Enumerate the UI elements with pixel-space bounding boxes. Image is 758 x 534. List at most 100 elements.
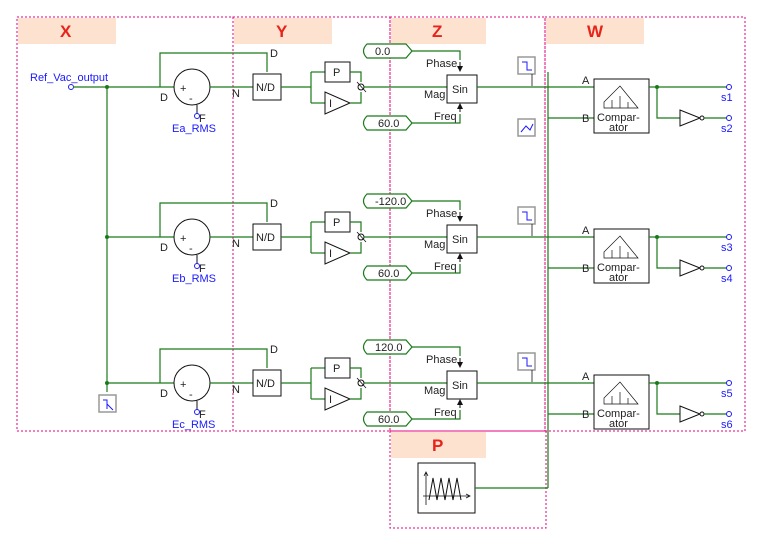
output-a-label: s1 [721,92,733,104]
zone-x: X [16,16,234,432]
svg-text:Compar-: Compar- [597,112,640,124]
rms-label: Eb_RMS [172,273,216,285]
svg-text:P: P [333,363,340,375]
zone-x-label: X [60,22,72,41]
frequency-value: 60.0 [378,118,399,130]
svg-text:+: + [180,83,186,95]
summer-d-label: D [160,242,168,254]
carrier-probe-icon[interactable] [517,118,536,137]
comparator-a-label: A [582,225,590,237]
frequency-source[interactable]: 60.0 [362,265,413,281]
freq-label: Freq [434,111,457,123]
output-a-label: s3 [721,242,733,254]
svg-text:+: + [180,233,186,245]
phase-source[interactable]: 0.0 [362,43,413,59]
rms-label: Ec_RMS [172,419,215,431]
integral-block[interactable]: I [324,387,352,411]
pi-sum-node [356,81,367,93]
frequency-value: 60.0 [378,268,399,280]
svg-text:ator: ator [609,272,628,284]
proportional-block[interactable]: P [324,61,351,83]
nd-d-label: D [270,48,278,60]
phase-label: Phase [426,354,457,366]
divider-block[interactable]: N/D [252,369,282,397]
comparator-a-label: A [582,75,590,87]
sine-generator-block[interactable]: Sin [446,74,478,104]
comparator-block[interactable]: Compar-ator [593,374,650,430]
svg-text:-: - [189,389,193,401]
divider-block[interactable]: N/D [252,223,282,251]
phase-label: Phase [426,208,457,220]
nd-n-label: N [232,88,240,100]
mag-label: Mag [424,239,445,251]
proportional-block[interactable]: P [324,211,351,233]
integral-block[interactable]: I [324,91,352,115]
phase-value: 120.0 [375,342,403,354]
comparator-b-label: B [582,113,589,125]
not-gate[interactable] [679,259,705,277]
svg-text:Sin: Sin [452,380,468,392]
output-b-label: s4 [721,273,733,285]
phase-label: Phase [426,58,457,70]
phase-source[interactable]: -120.0 [362,193,413,209]
rms-f-label: F [199,263,206,275]
divider-block[interactable]: N/D [252,73,282,101]
summing-junction[interactable]: +- [173,218,211,269]
svg-text:-: - [189,93,193,105]
svg-text:N/D: N/D [256,232,275,244]
zone-p: P [389,430,547,529]
ref-vac-output-label: Ref_Vac_output [30,72,108,84]
reference-input: Ref_Vac_output [30,72,117,413]
rms-f-label: F [199,409,206,421]
svg-text:Compar-: Compar- [597,408,640,420]
nd-n-label: N [232,384,240,396]
svg-text:Sin: Sin [452,234,468,246]
not-gate[interactable] [679,109,705,127]
comparator-block[interactable]: Compar-ator [593,78,650,134]
signal-probe-icon[interactable] [517,56,536,75]
signal-probe-icon[interactable] [517,206,536,225]
zone-w: W [544,16,746,432]
svg-text:N/D: N/D [256,82,275,94]
phase-source[interactable]: 120.0 [362,339,413,355]
phase-value: 0.0 [375,46,390,58]
frequency-source[interactable]: 60.0 [362,411,413,427]
zone-y: Y [232,16,391,432]
output-b-label: s2 [721,123,733,135]
svg-text:I: I [329,248,332,260]
svg-text:ator: ator [609,122,628,134]
frequency-value: 60.0 [378,414,399,426]
triangle-carrier-source[interactable] [417,462,548,514]
sine-generator-block[interactable]: Sin [446,224,478,254]
nd-d-label: D [270,344,278,356]
summing-junction[interactable]: +- [173,364,211,415]
not-gate[interactable] [679,405,705,423]
zone-z-label: Z [432,22,442,41]
svg-text:Compar-: Compar- [597,262,640,274]
frequency-source[interactable]: 60.0 [362,115,413,131]
svg-text:-: - [189,243,193,255]
nd-n-label: N [232,238,240,250]
sine-generator-block[interactable]: Sin [446,370,478,400]
comparator-block[interactable]: Compar-ator [593,228,650,284]
rms-f-label: F [199,113,206,125]
svg-text:I: I [329,394,332,406]
summer-d-label: D [160,388,168,400]
voltage-probe-icon[interactable] [98,394,117,413]
svg-text:Sin: Sin [452,84,468,96]
zone-w-label: W [587,22,604,41]
svg-text:N/D: N/D [256,378,275,390]
comparator-b-label: B [582,409,589,421]
integral-block[interactable]: I [324,241,352,265]
signal-probe-icon[interactable] [517,352,536,371]
output-a-label: s5 [721,388,733,400]
proportional-block[interactable]: P [324,357,351,379]
svg-text:P: P [333,67,340,79]
summer-d-label: D [160,92,168,104]
summing-junction[interactable]: +- [173,68,211,119]
output-b-label: s6 [721,419,733,431]
mag-label: Mag [424,89,445,101]
mag-label: Mag [424,385,445,397]
